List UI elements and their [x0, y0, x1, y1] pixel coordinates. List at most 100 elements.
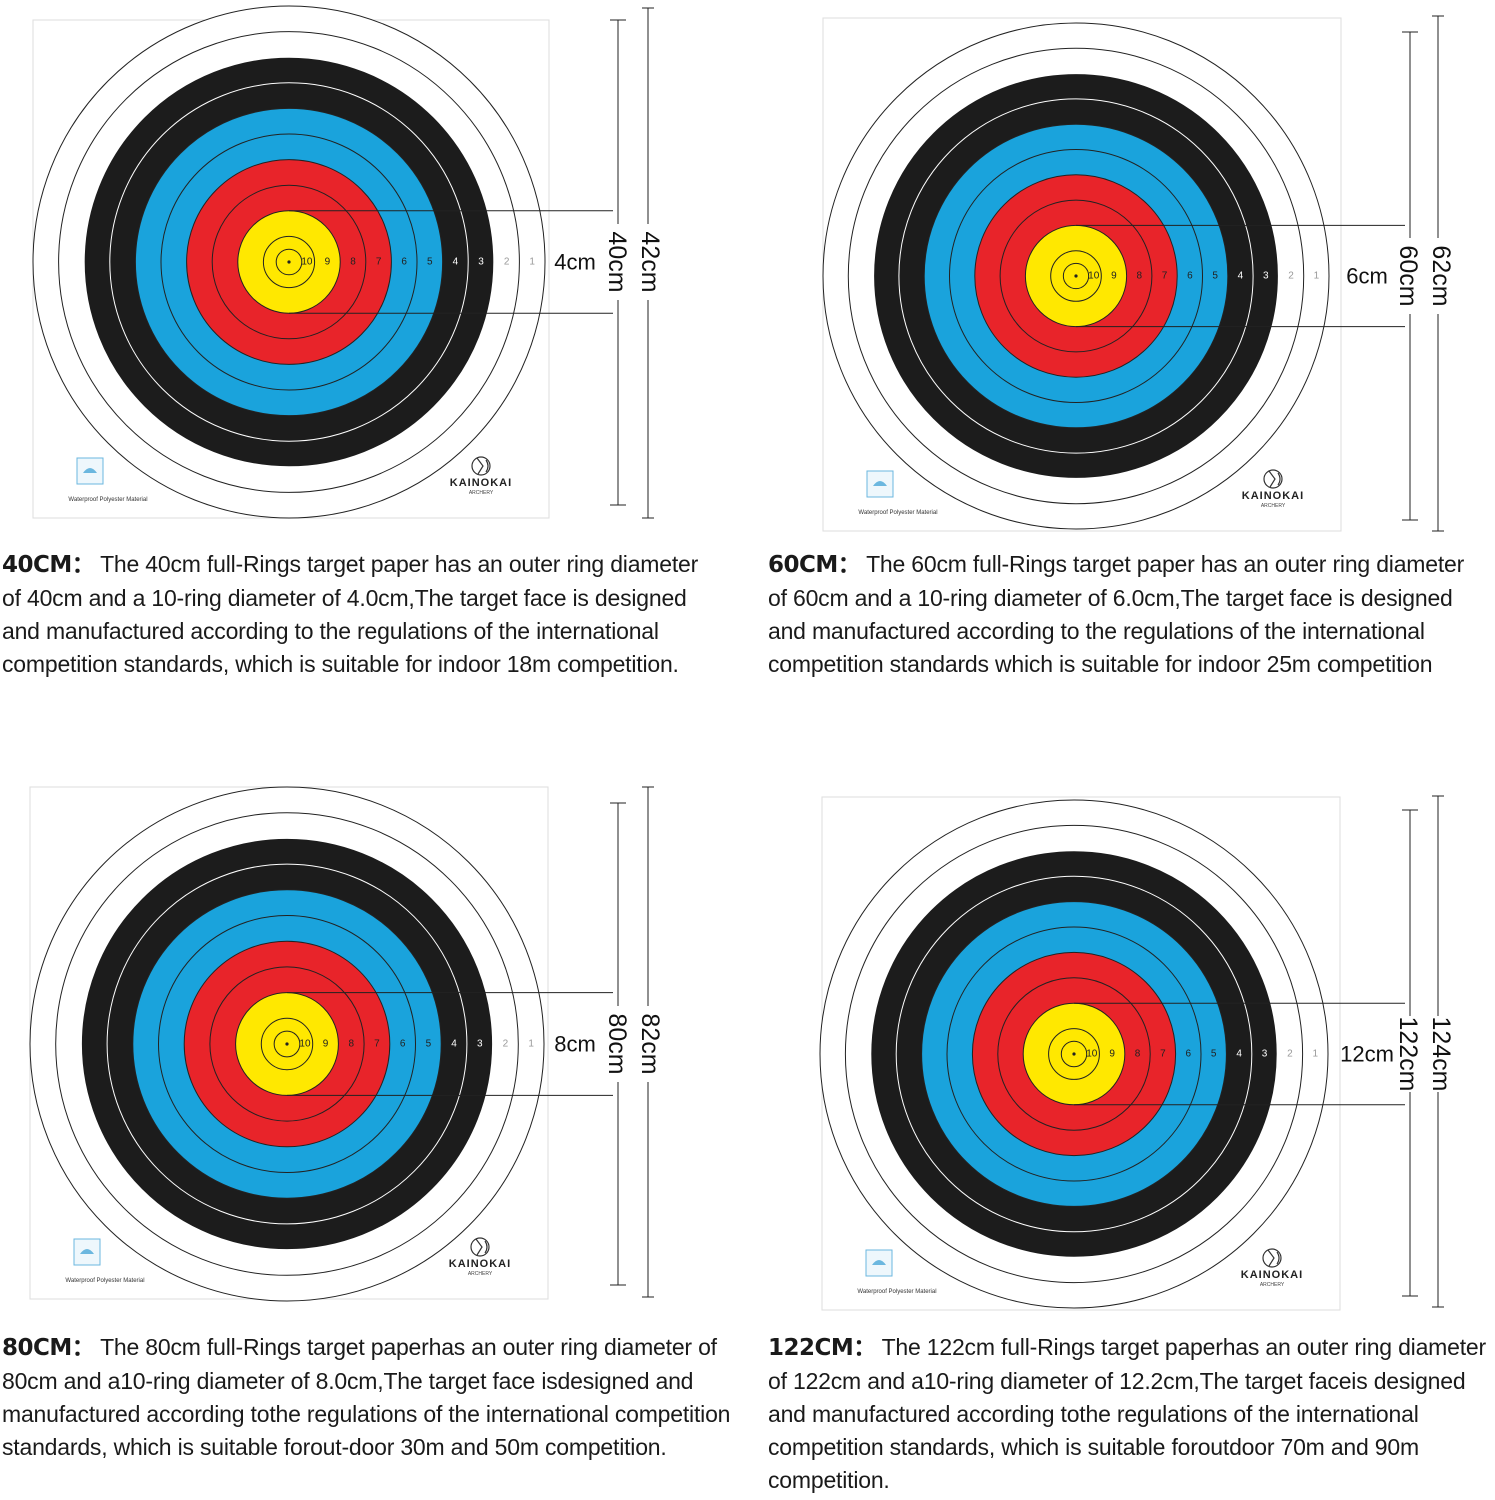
brand-sub: ARCHERY	[1261, 503, 1286, 509]
score-label-2: 2	[1287, 1049, 1293, 1060]
inner-dimension-label: 80cm	[603, 1013, 631, 1074]
target-description-80: 80CM： The 80cm full-Rings target paperha…	[2, 1331, 732, 1464]
waterproof-label: Waterproof Polyester Material	[857, 1289, 936, 1295]
score-label-7: 7	[1162, 271, 1168, 282]
score-label-10: 10	[1088, 271, 1100, 282]
outer-dimension-label: 62cm	[1427, 245, 1455, 306]
brand-sub: ARCHERY	[469, 490, 494, 496]
score-label-9: 9	[323, 1039, 329, 1050]
target-description-122: 122CM： The 122cm full-Rings target paper…	[768, 1331, 1493, 1497]
score-label-10: 10	[301, 257, 313, 268]
score-label-2: 2	[504, 257, 510, 268]
archer-logo-icon	[471, 456, 491, 476]
score-label-8: 8	[348, 1039, 354, 1050]
score-label-9: 9	[1109, 1049, 1115, 1060]
score-label-1: 1	[529, 257, 535, 268]
inner-label-bg	[603, 1006, 631, 1082]
ten-ring-dimension-label: 4cm	[554, 250, 596, 275]
score-label-5: 5	[1211, 1049, 1217, 1060]
outer-dimension-label: 124cm	[1427, 1016, 1455, 1091]
outer-dimension-label: 82cm	[636, 1013, 664, 1074]
outer-label-bg	[1427, 238, 1455, 314]
archer-figure-icon	[1267, 1249, 1280, 1267]
umbrella-icon	[80, 1249, 94, 1254]
score-label-5: 5	[426, 1039, 432, 1050]
x-ring	[1062, 262, 1090, 290]
target-heading-60: 60CM：	[768, 552, 861, 578]
score-label-5: 5	[1212, 271, 1218, 282]
score-label-8: 8	[1135, 1049, 1141, 1060]
waterproof-label: Waterproof Polyester Material	[68, 497, 147, 503]
score-label-6: 6	[400, 1039, 406, 1050]
waterproof-label: Waterproof Polyester Material	[65, 1278, 144, 1284]
inner-dimension-label: 60cm	[1394, 245, 1422, 306]
outer-label-bg	[1427, 1016, 1455, 1092]
score-label-1: 1	[1314, 271, 1320, 282]
score-label-2: 2	[1288, 271, 1294, 282]
center-dot	[1074, 274, 1078, 278]
brand-sub: ARCHERY	[1260, 1282, 1285, 1288]
score-label-10: 10	[299, 1039, 311, 1050]
score-label-1: 1	[1313, 1049, 1319, 1060]
umbrella-icon	[872, 1260, 886, 1265]
score-label-3: 3	[477, 1039, 483, 1050]
target-text-40: The 40cm full-Rings target paper has an …	[2, 551, 699, 677]
archer-figure-icon	[1268, 470, 1281, 488]
score-label-6: 6	[1186, 1049, 1192, 1060]
x-ring	[273, 1030, 301, 1058]
score-label-1: 1	[528, 1039, 534, 1050]
outer-label-bg	[636, 224, 664, 300]
target-heading-40: 40CM：	[2, 552, 95, 578]
score-label-4: 4	[1236, 1049, 1242, 1060]
target-text-122: The 122cm full-Rings target paperhas an …	[768, 1334, 1486, 1493]
score-label-6: 6	[401, 257, 407, 268]
center-dot	[1072, 1052, 1076, 1056]
waterproof-icon	[866, 470, 894, 498]
target-heading-122: 122CM：	[768, 1335, 876, 1361]
score-label-8: 8	[1136, 271, 1142, 282]
target-text-60: The 60cm full-Rings target paper has an …	[768, 551, 1465, 677]
score-label-7: 7	[374, 1039, 380, 1050]
score-label-3: 3	[1262, 1049, 1268, 1060]
score-label-9: 9	[1111, 271, 1117, 282]
ten-ring-dimension-label: 8cm	[554, 1032, 596, 1057]
umbrella-icon	[83, 468, 97, 473]
archer-logo-icon	[1263, 469, 1283, 489]
brand-sub: ARCHERY	[468, 1271, 493, 1277]
brand-name: KAINOKAI	[450, 477, 512, 489]
inner-label-bg	[1394, 238, 1422, 314]
brand-name: KAINOKAI	[1241, 1269, 1303, 1281]
score-label-9: 9	[325, 257, 331, 268]
score-label-4: 4	[451, 1039, 457, 1050]
score-label-3: 3	[1263, 271, 1269, 282]
target-heading-80: 80CM：	[2, 1335, 95, 1361]
score-label-10: 10	[1086, 1049, 1098, 1060]
target-description-60: 60CM： The 60cm full-Rings target paper h…	[768, 548, 1478, 681]
ten-ring-dimension-label: 6cm	[1346, 264, 1388, 289]
brand-name: KAINOKAI	[449, 1258, 511, 1270]
score-label-3: 3	[478, 257, 484, 268]
score-label-6: 6	[1187, 271, 1193, 282]
archer-logo-icon	[470, 1237, 490, 1257]
score-label-5: 5	[427, 257, 433, 268]
archer-figure-icon	[476, 457, 489, 475]
brand-name: KAINOKAI	[1242, 490, 1304, 502]
inner-dimension-label: 40cm	[603, 231, 631, 292]
score-label-7: 7	[1160, 1049, 1166, 1060]
center-dot	[287, 260, 291, 264]
outer-dimension-label: 42cm	[636, 231, 664, 292]
x-ring	[275, 248, 303, 276]
archer-figure-icon	[475, 1238, 488, 1256]
score-label-7: 7	[376, 257, 382, 268]
target-text-80: The 80cm full-Rings target paperhas an o…	[2, 1334, 731, 1460]
archer-logo-icon	[1262, 1248, 1282, 1268]
inner-label-bg	[1394, 1016, 1422, 1092]
center-dot	[285, 1042, 289, 1046]
